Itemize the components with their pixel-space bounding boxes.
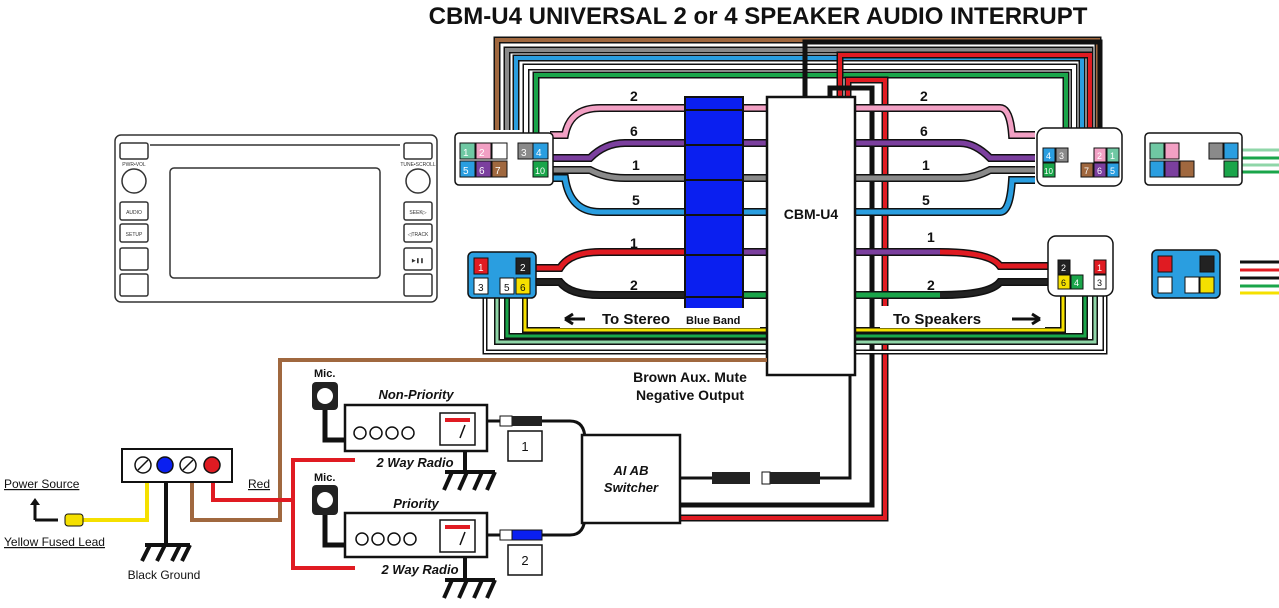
svg-text:▶❚❚: ▶❚❚: [412, 258, 424, 264]
to-stereo-label: To Stereo: [602, 311, 670, 328]
mic-priority: Mic.: [312, 472, 345, 548]
svg-text:3: 3: [1059, 151, 1064, 161]
svg-text:PWR•VOL: PWR•VOL: [122, 162, 146, 168]
svg-text:5: 5: [504, 283, 510, 294]
input-label-boxes: 1 2: [507, 430, 543, 576]
svg-text:2: 2: [479, 148, 485, 159]
svg-text:1: 1: [1110, 151, 1115, 161]
svg-text:5: 5: [463, 166, 469, 177]
svg-text:5: 5: [1110, 166, 1115, 176]
wire-label-right-1: 1: [922, 157, 930, 173]
mute-label-line1: Brown Aux. Mute: [633, 369, 747, 385]
svg-text:6: 6: [479, 166, 485, 177]
mic-non-priority: Mic.: [312, 368, 345, 443]
svg-text:4: 4: [536, 148, 542, 159]
stereo-head-unit: [114, 134, 438, 303]
svg-text:SEEK▷: SEEK▷: [409, 210, 426, 216]
svg-text:2 Way Radio: 2 Way Radio: [380, 562, 458, 577]
bottom-wire-right-1: 1: [927, 229, 935, 245]
svg-text:1: 1: [1097, 263, 1102, 273]
svg-text:◁TRACK: ◁TRACK: [408, 232, 429, 238]
stereo-button-labels: PWR•VOL AUDIO SETUP TUNE•SCROLL SEEK▷ ◁T…: [122, 162, 436, 264]
ab-switcher: [580, 433, 682, 525]
wire-label-left-5: 5: [632, 192, 640, 208]
svg-text:AUDIO: AUDIO: [126, 210, 142, 216]
connector-top-right: 4 3 10 7 2 1 6 5: [1036, 127, 1123, 187]
svg-text:Mic.: Mic.: [314, 472, 335, 484]
wire-label-right-5: 5: [922, 192, 930, 208]
bottom-wire-left-1: 1: [630, 235, 638, 251]
svg-text:2: 2: [520, 263, 526, 274]
svg-text:4: 4: [1046, 151, 1051, 161]
switcher-output-cable: [680, 375, 852, 485]
bottom-wire-labels: 1 2 1 2: [630, 229, 935, 293]
cbm-power-wires: [680, 39, 1103, 522]
svg-text:SETUP: SETUP: [126, 232, 143, 238]
connector-top-left: 1 2 3 4 5 6 7 10: [454, 132, 554, 186]
mute-label-line2: Negative Output: [636, 387, 744, 403]
svg-text:Non-Priority: Non-Priority: [378, 387, 454, 402]
svg-text:3: 3: [478, 283, 484, 294]
direction-labels: To Stereo Blue Band To Speakers: [560, 306, 1045, 328]
svg-text:10: 10: [1044, 167, 1053, 176]
wire-label-left-1: 1: [632, 157, 640, 173]
terminal-block: [121, 448, 233, 483]
svg-text:6: 6: [1061, 278, 1066, 288]
red-label: Red: [248, 477, 270, 491]
svg-text:Priority: Priority: [393, 496, 439, 511]
yellow-lead-label: Yellow Fused Lead: [4, 535, 105, 549]
right-harness-stubs: [1240, 148, 1279, 295]
yellow-fused-lead: [82, 482, 149, 522]
svg-text:2 Way Radio: 2 Way Radio: [375, 455, 453, 470]
connector-bottom-right: 2 1 6 4 3: [1047, 235, 1114, 297]
svg-text:TUNE•SCROLL: TUNE•SCROLL: [400, 162, 436, 168]
wire-label-left-2: 2: [630, 88, 638, 104]
input-1-label: 1: [521, 439, 528, 454]
cbm-module: [765, 95, 857, 377]
power-source-label: Power Source: [4, 477, 80, 491]
svg-text:Mic.: Mic.: [314, 368, 335, 380]
svg-text:10: 10: [535, 166, 545, 176]
svg-text:3: 3: [521, 148, 527, 159]
bottom-wire-left-2: 2: [630, 277, 638, 293]
svg-text:3: 3: [1097, 278, 1102, 288]
svg-text:7: 7: [495, 166, 501, 177]
ground-symbol: [140, 482, 192, 562]
svg-text:7: 7: [1084, 166, 1089, 176]
connector-bottom-left: 1 2 3 5 6: [467, 251, 537, 299]
blue-band-label: Blue Band: [686, 315, 740, 327]
harness-loop-wires: [493, 36, 1102, 135]
top-wire-labels: 2 6 1 5 2 6 1 5: [630, 88, 930, 208]
svg-text:1: 1: [478, 263, 484, 274]
brown-mute-wire: [190, 358, 767, 522]
connector-far-right-bottom: [1151, 249, 1221, 299]
switcher-line2: Switcher: [604, 480, 659, 495]
wire-label-right-2: 2: [920, 88, 928, 104]
connector-far-right-top: [1144, 132, 1243, 186]
bottom-wire-right-2: 2: [927, 277, 935, 293]
to-speakers-label: To Speakers: [893, 311, 981, 328]
radio-non-priority: Non-Priority 2 Way Radio: [343, 387, 497, 491]
input-2-label: 2: [521, 553, 528, 568]
svg-text:2: 2: [1097, 151, 1102, 161]
wire-label-right-6: 6: [920, 123, 928, 139]
svg-text:2: 2: [1061, 263, 1066, 273]
svg-text:6: 6: [1097, 166, 1102, 176]
radio-priority: Priority 2 Way Radio: [343, 496, 497, 599]
svg-text:6: 6: [520, 283, 526, 294]
blue-band: [684, 96, 744, 318]
switcher-line1: AI AB: [613, 463, 649, 478]
svg-text:1: 1: [463, 148, 469, 159]
svg-text:4: 4: [1074, 278, 1079, 288]
red-power-wire: [211, 458, 355, 570]
ground-label: Black Ground: [128, 568, 201, 582]
cbm-module-label: CBM-U4: [784, 206, 839, 222]
wire-label-left-6: 6: [630, 123, 638, 139]
diagram-title: CBM-U4 UNIVERSAL 2 or 4 SPEAKER AUDIO IN…: [429, 3, 1088, 30]
